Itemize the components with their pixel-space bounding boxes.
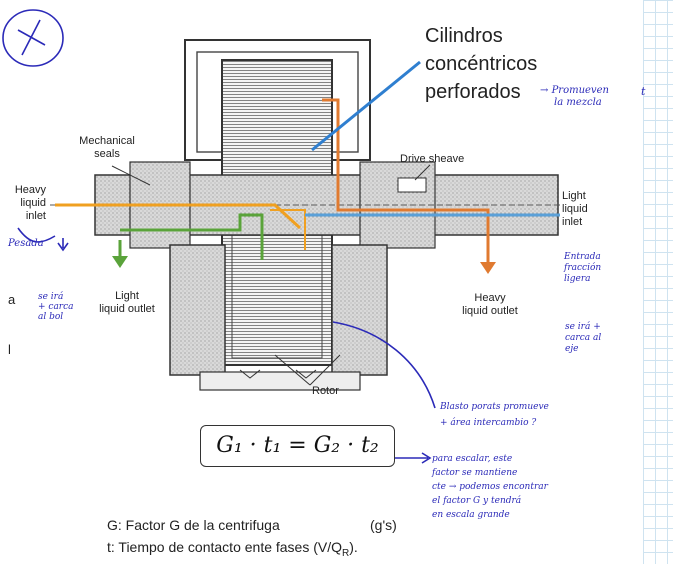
- note-mezcla: → Promueven la mezcla: [540, 85, 609, 108]
- doodle-circle: [2, 9, 64, 67]
- label-drive-sheave: Drive sheave: [400, 153, 465, 165]
- note-entrada: Entrada fracción ligera: [564, 252, 602, 284]
- note-carca-bol: se irá + carca al bol: [38, 292, 74, 322]
- label-heavy-liquid-inlet: Heavy liquid inlet: [14, 184, 46, 222]
- definition-t-subscript: R: [342, 547, 350, 559]
- note-blasto: Blasto porats promueve: [440, 402, 549, 412]
- label-light-liquid-inlet: Light liquid inlet: [562, 190, 588, 228]
- label-rotor: Rotor: [312, 385, 339, 397]
- scaling-formula: G₁ · t₁ = G₂ · t₂: [200, 425, 395, 467]
- note-margin-l: l: [8, 342, 11, 357]
- title-line-3: perforados: [425, 81, 521, 103]
- note-eje: se irá + carca al eje: [565, 322, 602, 354]
- base-right: [331, 244, 388, 376]
- note-margin-a: a: [8, 292, 16, 307]
- definition-t-end: ).: [349, 539, 358, 555]
- label-mechanical-seals: Mechanical seals: [79, 135, 135, 160]
- definition-g-unit: (g's): [370, 517, 397, 533]
- title-line-2: concéntricos: [425, 53, 538, 75]
- definition-g-text: G: Factor G de la centrifuga: [107, 517, 280, 533]
- notebook-grid: [643, 0, 673, 564]
- definition-t: t: Tiempo de contacto ente fases (V/QR).: [107, 537, 358, 564]
- diagram-title: Cilindros concéntricos perforados: [425, 22, 537, 106]
- pointer-line: [311, 60, 421, 152]
- title-line-1: Cilindros: [425, 25, 503, 47]
- definition-t-text: t: Tiempo de contacto ente fases (V/Q: [107, 539, 343, 555]
- note-escalar: para escalar, este factor se mantiene ct…: [432, 454, 548, 520]
- note-margin-t: t: [641, 85, 646, 98]
- label-light-liquid-outlet: Light liquid outlet: [99, 290, 155, 315]
- note-area: + área intercambio ?: [440, 418, 537, 428]
- base-left: [169, 244, 226, 376]
- definition-g: G: Factor G de la centrifuga: [107, 515, 280, 535]
- note-pesada: Pesada: [8, 238, 44, 249]
- label-heavy-liquid-outlet: Heavy liquid outlet: [462, 292, 518, 317]
